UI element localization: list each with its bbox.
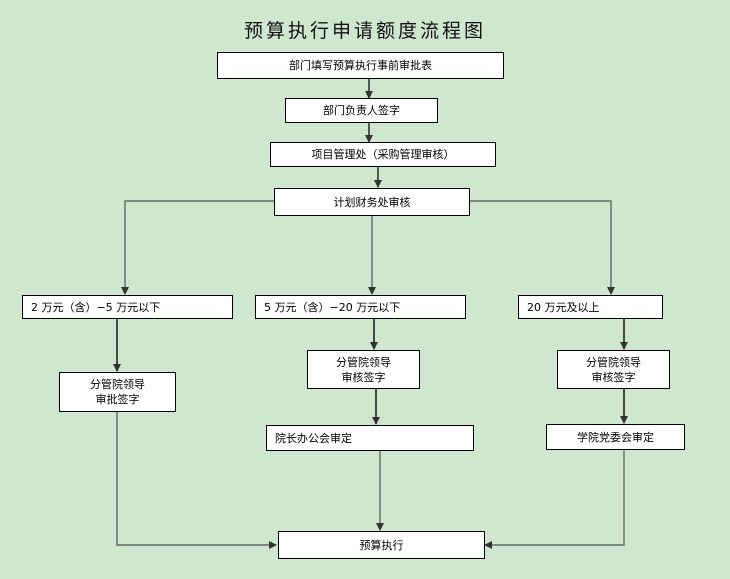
node-range-high: 20 万元及以上 bbox=[518, 295, 663, 319]
node-dept-fill: 部门填写预算执行事前审批表 bbox=[217, 52, 504, 79]
node-leader-mid-label: 分管院领导 审核签字 bbox=[336, 355, 391, 384]
node-project-office-label: 项目管理处（采购管理审核） bbox=[311, 148, 455, 161]
node-execute-label: 预算执行 bbox=[359, 538, 404, 552]
node-leader-low: 分管院领导 审批签字 bbox=[59, 372, 176, 412]
node-dept-fill-label: 部门填写预算执行事前审批表 bbox=[289, 59, 432, 72]
arrow-finance-to-low bbox=[121, 200, 274, 295]
node-finance-office-label: 计划财务处审核 bbox=[333, 195, 411, 209]
node-leader-high: 分管院领导 审核签字 bbox=[557, 350, 670, 389]
node-range-low: 2 万元（含）−5 万元以下 bbox=[22, 295, 233, 319]
node-leader-mid: 分管院领导 审核签字 bbox=[307, 350, 420, 389]
node-dept-head: 部门负责人签字 bbox=[285, 98, 438, 123]
node-range-high-label: 20 万元及以上 bbox=[527, 300, 600, 314]
node-leader-high-label: 分管院领导 审核签字 bbox=[586, 355, 641, 384]
node-execute: 预算执行 bbox=[278, 531, 485, 559]
node-finance-office: 计划财务处审核 bbox=[274, 188, 470, 216]
node-leader-low-label: 分管院领导 审批签字 bbox=[90, 378, 145, 406]
node-dept-head-label: 部门负责人签字 bbox=[323, 104, 400, 117]
arrow-party-to-execute bbox=[484, 450, 625, 549]
node-range-mid-label: 5 万元（含）−20 万元以下 bbox=[264, 300, 401, 314]
node-range-low-label: 2 万元（含）−5 万元以下 bbox=[31, 300, 161, 314]
node-project-office: 项目管理处（采购管理审核） bbox=[270, 142, 496, 167]
node-president-meeting: 院长办公会审定 bbox=[266, 425, 474, 451]
arrow-low-to-execute bbox=[116, 412, 277, 549]
node-party-committee: 学院党委会审定 bbox=[546, 424, 685, 450]
arrow-finance-to-high bbox=[470, 200, 615, 295]
node-party-committee-label: 学院党委会审定 bbox=[577, 430, 654, 444]
page-title: 预算执行申请额度流程图 bbox=[243, 20, 486, 42]
node-president-meeting-label: 院长办公会审定 bbox=[275, 431, 352, 445]
node-range-mid: 5 万元（含）−20 万元以下 bbox=[255, 295, 466, 319]
